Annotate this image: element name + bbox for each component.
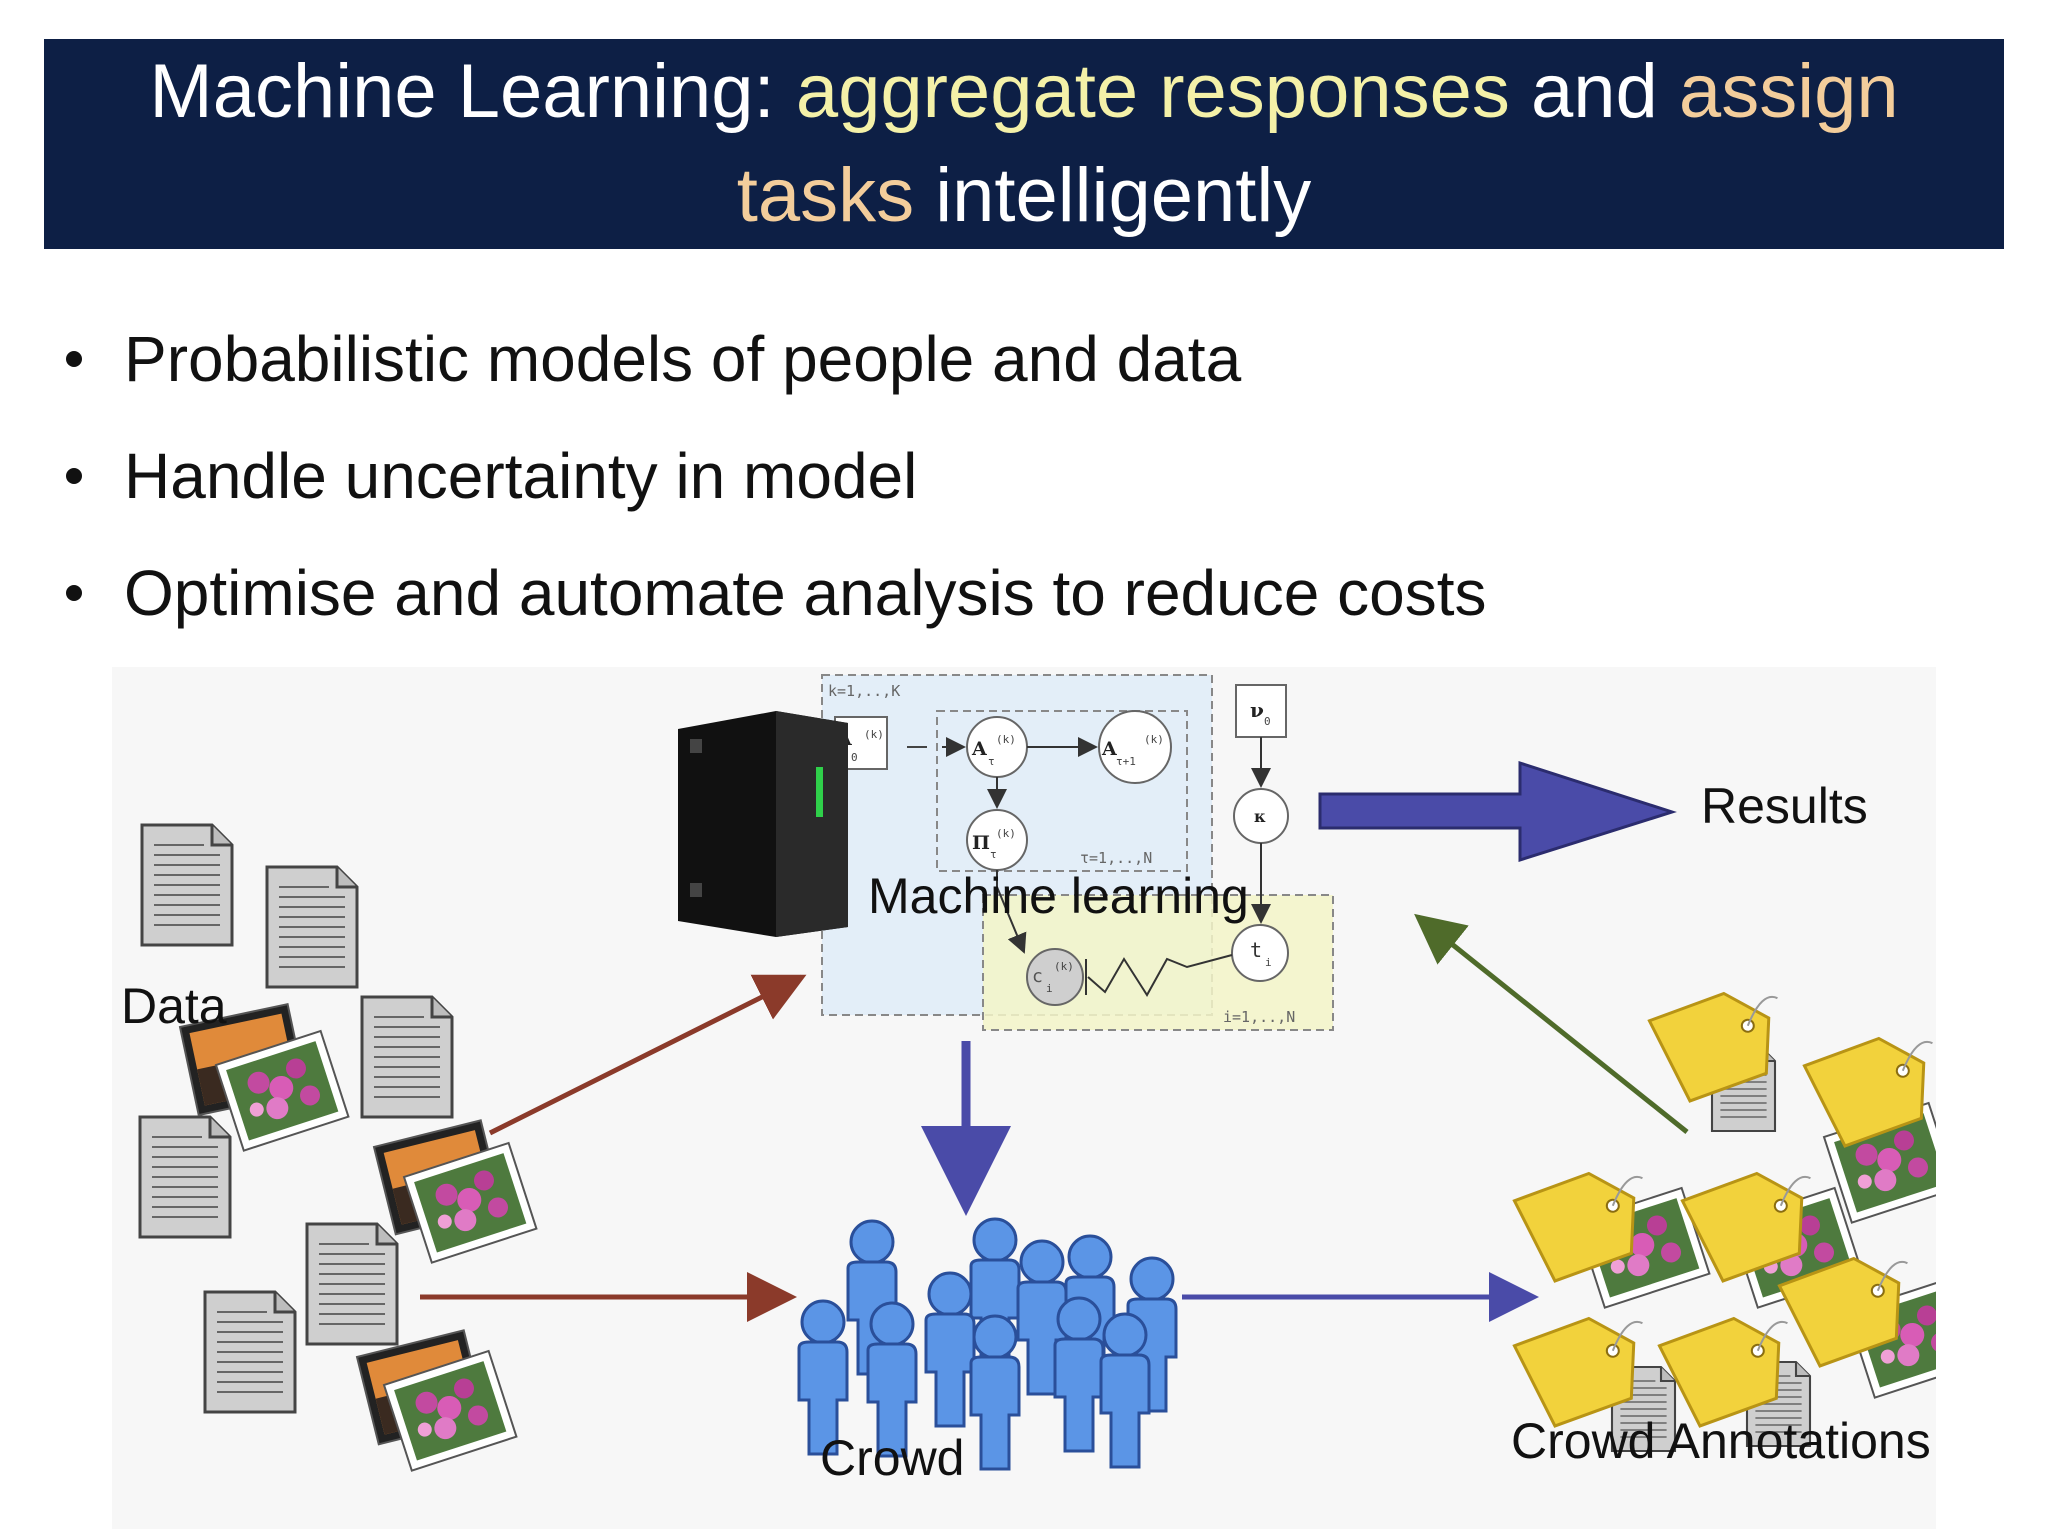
node-pi-label: Π — [972, 832, 990, 854]
crowd-annotations — [1510, 982, 1936, 1453]
document-icon — [138, 1115, 232, 1239]
title-part-3: and — [1509, 49, 1679, 134]
bullet-item: Optimise and automate analysis to reduce… — [60, 534, 1486, 651]
bullet-dot-icon — [66, 350, 82, 367]
document-icon — [305, 1222, 399, 1346]
node-c-sub: i — [1046, 982, 1053, 995]
node-atau1-sup: (k) — [1144, 733, 1164, 746]
edge-pi-c — [996, 870, 1027, 954]
node-t — [1231, 924, 1289, 982]
crowd-label: Crowd — [820, 1430, 965, 1486]
document-icon — [140, 823, 234, 947]
title-highlight-aggregate: aggregate responses — [795, 49, 1510, 134]
document-icon — [203, 1290, 297, 1414]
bullet-dot-icon — [66, 584, 82, 601]
plate-k-label: k=1,..,K — [828, 682, 900, 700]
person-icon — [1099, 1312, 1151, 1469]
node-nu-label: ν — [1250, 698, 1264, 722]
data-label: Data — [121, 978, 227, 1034]
node-nu0 — [1235, 684, 1287, 738]
document-icon — [360, 995, 454, 1119]
bullet-text: Optimise and automate analysis to reduce… — [124, 556, 1487, 629]
crowd-annotations-label: Crowd Annotations — [1511, 1413, 1931, 1469]
workflow-diagram: k=1,..,K τ=1,..,N i=1,..,N A (k) 0 A (k)… — [138, 674, 1936, 1472]
node-nu-sub: 0 — [1264, 715, 1271, 728]
node-atau1-sub: τ+1 — [1116, 755, 1136, 768]
node-c — [1026, 948, 1084, 1006]
machine-learning-label: Machine learning — [868, 868, 1249, 924]
bullet-text: Handle uncertainty in model — [124, 439, 918, 512]
node-atau-label: A — [971, 738, 987, 760]
annotations-to-ml-arrow — [1414, 913, 1689, 1134]
server-icon — [678, 711, 848, 937]
node-c-sup: (k) — [1054, 960, 1074, 973]
data-to-ml-arrow — [488, 974, 807, 1136]
document-icon — [265, 865, 359, 989]
bullet-item: Probabilistic models of people and data — [60, 300, 1486, 417]
bullet-list: Probabilistic models of people and data … — [60, 300, 1486, 651]
person-icon — [969, 1314, 1021, 1471]
title-bar: Machine Learning: aggregate responses an… — [44, 39, 2004, 249]
node-atau1-label: A — [1101, 738, 1117, 760]
bullet-text: Probabilistic models of people and data — [124, 322, 1242, 395]
node-kappa-label: κ — [1254, 807, 1266, 826]
results-arrow — [1318, 760, 1677, 863]
title-part-1: Machine Learning: — [149, 49, 796, 134]
node-pi-sup: (k) — [996, 827, 1016, 840]
graphical-model: k=1,..,K τ=1,..,N i=1,..,N A (k) 0 A (k)… — [821, 674, 1334, 1031]
plate-tau — [936, 710, 1188, 872]
node-atau-sup: (k) — [996, 733, 1016, 746]
plate-tau-label: τ=1,..,N — [1080, 849, 1152, 867]
results-label: Results — [1701, 778, 1868, 834]
bullet-dot-icon — [66, 467, 82, 484]
node-a0-sup: (k) — [864, 728, 884, 741]
node-pi-sub: τ — [990, 848, 997, 861]
node-atau-sub: τ — [988, 755, 995, 768]
bullet-item: Handle uncertainty in model — [60, 417, 1486, 534]
title-highlight-tasks: tasks — [736, 153, 915, 238]
person-icon — [924, 1271, 976, 1428]
node-a-tau1 — [1098, 710, 1172, 784]
slide-title: Machine Learning: aggregate responses an… — [149, 40, 1898, 248]
diagram-panel: k=1,..,K τ=1,..,N i=1,..,N A (k) 0 A (k)… — [112, 667, 1936, 1529]
node-a0-sub: 0 — [851, 751, 858, 764]
node-c-label: c — [1032, 966, 1043, 987]
plate-i-label: i=1,..,N — [1223, 1008, 1295, 1026]
node-t-label: t — [1250, 938, 1262, 962]
node-t-sub: i — [1265, 956, 1272, 969]
title-part-6: intelligently — [914, 153, 1312, 238]
title-highlight-assign: assign — [1678, 49, 1899, 134]
edge-c-t — [1085, 954, 1233, 997]
person-icon — [1053, 1296, 1105, 1453]
